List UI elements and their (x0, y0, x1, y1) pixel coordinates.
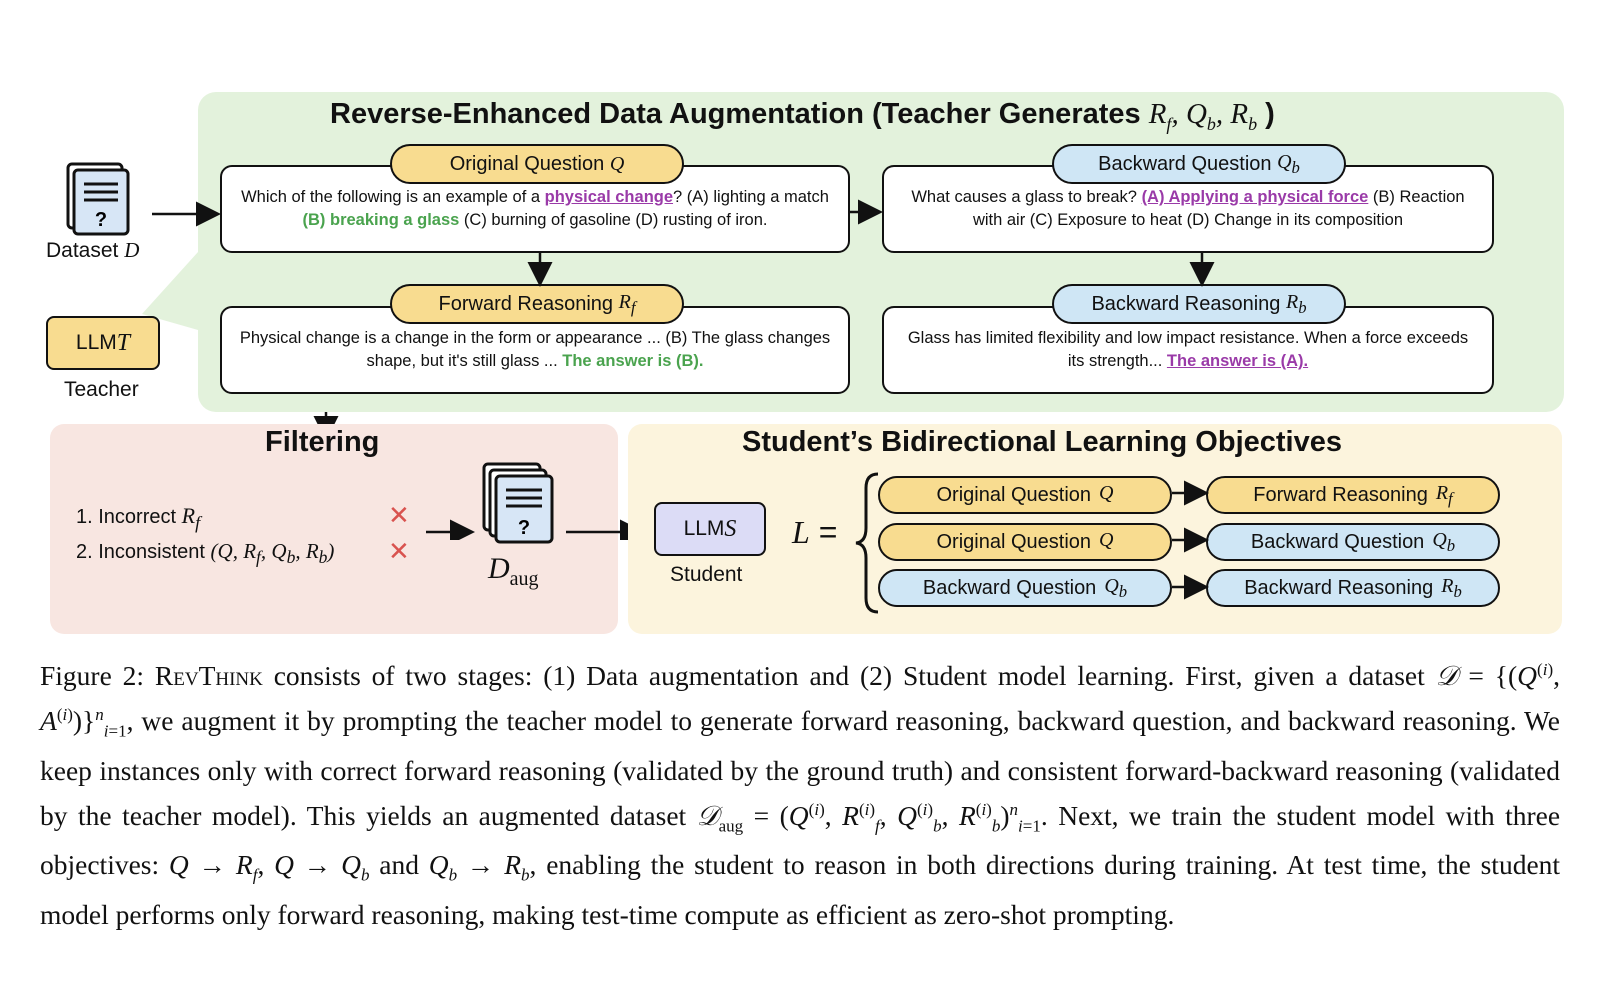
loss-label: L = (792, 514, 838, 550)
backward-reasoning-box: Glass has limited flexibility and low im… (882, 306, 1494, 394)
teacher-caption: Teacher (64, 378, 139, 401)
filter-item-2: 2. Inconsistent (Q, Rf, Qb, Rb) (76, 539, 335, 568)
backward-question-text: What causes a glass to break? (A) Applyi… (911, 188, 1465, 229)
objectives-brace (855, 472, 879, 614)
original-question-text: Which of the following is an example of … (241, 188, 829, 229)
augmented-dataset-icon: ? (482, 462, 554, 544)
student-title: Student’s Bidirectional Learning Objecti… (742, 426, 1342, 458)
augmented-dataset-label: Daug (488, 552, 539, 590)
filter-item-1: 1. Incorrect Rf (76, 503, 201, 533)
teacher-bubble-tail (142, 252, 198, 330)
original-question-label: Original Question Q (390, 144, 684, 184)
backward-reasoning-text: Glass has limited flexibility and low im… (907, 329, 1469, 370)
svg-text:?: ? (518, 517, 530, 539)
teacher-llm-box: LLM T (46, 316, 160, 370)
filter-x-1-icon: ✕ (388, 500, 410, 530)
filtering-title: Filtering (265, 426, 380, 458)
student-llm-box: LLM S (654, 502, 766, 556)
svg-text:?: ? (95, 209, 107, 231)
dataset-icon: ? (66, 162, 130, 236)
figure-caption: Figure 2: RevThink consists of two stage… (40, 660, 1561, 930)
student-caption: Student (670, 563, 743, 586)
filter-arrows (426, 519, 645, 540)
backward-question-label: Backward Question Qb (1052, 144, 1346, 184)
objective-arrows (1172, 480, 1209, 600)
filter-x-2-icon: ✕ (388, 536, 410, 566)
forward-reasoning-text: Physical change is a change in the form … (239, 329, 831, 370)
augmentation-title: Reverse-Enhanced Data Augmentation (Teac… (330, 98, 1275, 134)
backward-reasoning-label: Backward Reasoning Rb (1052, 284, 1346, 324)
flow-arrows (152, 199, 1215, 441)
dataset-label: Dataset D (46, 238, 140, 262)
